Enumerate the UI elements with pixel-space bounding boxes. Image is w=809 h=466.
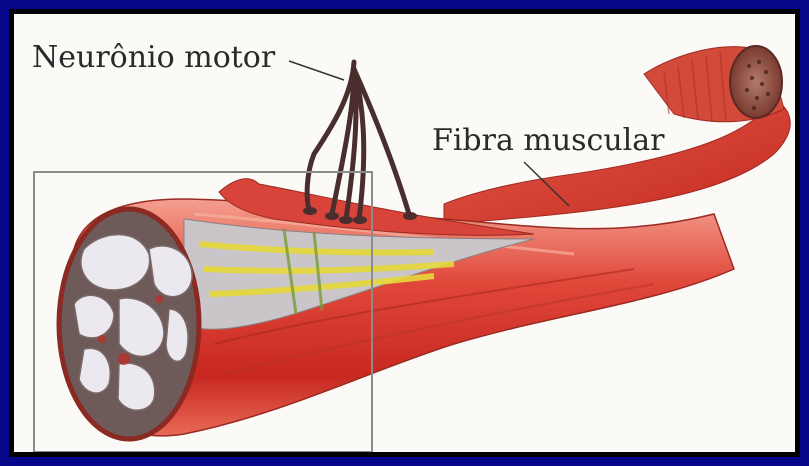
fiber-end-cross-section: [730, 46, 782, 118]
diagram-canvas: Neurônio motor Fibra muscular: [14, 14, 795, 452]
muscle-cross-section: [59, 209, 199, 439]
neuron-leader-line: [289, 61, 344, 80]
muscle-diagram: [14, 14, 795, 452]
label-neuronio-motor: Neurônio motor: [32, 40, 275, 75]
label-fibra-muscular: Fibra muscular: [432, 123, 665, 158]
